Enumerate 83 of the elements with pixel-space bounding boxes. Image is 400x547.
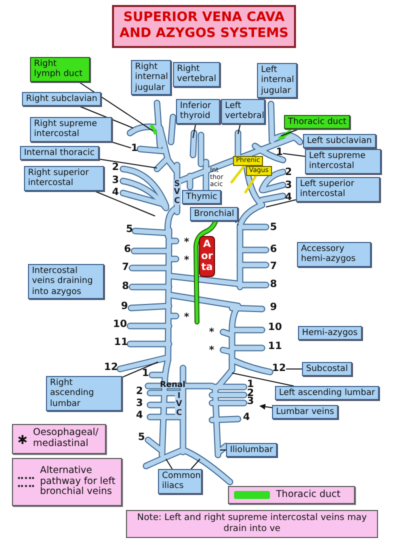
vessel-label: SVC xyxy=(173,180,181,206)
vein-number: * xyxy=(209,328,214,338)
vein-label: Right supreme intercostal xyxy=(30,117,112,142)
vein-number: 2 xyxy=(285,168,292,178)
vein-number: * xyxy=(184,313,190,323)
vein-label: Internal thoracic xyxy=(20,146,99,160)
legend-text: Oesophageal/ mediastinal xyxy=(33,428,100,450)
vein-label: Left ascending lumbar xyxy=(275,386,380,400)
vein-label: Right superior intercostal xyxy=(24,166,104,191)
leader-line xyxy=(232,372,294,386)
leader-line xyxy=(166,458,173,470)
vein-number: 3 xyxy=(136,399,143,409)
leader-line xyxy=(266,199,296,208)
vein-number: 12 xyxy=(104,363,118,373)
vein-number: 8 xyxy=(122,282,129,292)
vein-label: Right internal jugular xyxy=(131,60,171,95)
leader-line xyxy=(122,362,158,378)
vein-label: Subcostal xyxy=(302,362,352,376)
vein-label: Right ascending lumbar xyxy=(46,376,122,411)
vein-label: Right vertebral xyxy=(173,62,220,87)
vein-label: Left subclavian xyxy=(303,134,376,148)
vein-number: 4 xyxy=(243,413,250,423)
vein-number: 11 xyxy=(114,338,128,348)
vein-number: 1 xyxy=(276,148,283,158)
vein-number: 3 xyxy=(247,397,254,407)
vein-number: 4 xyxy=(136,411,143,421)
vein-number: 1 xyxy=(131,144,138,154)
vessel-label: Renal xyxy=(160,381,186,389)
vein-label: Intercostal veins draining into azygos xyxy=(28,264,104,299)
vein-number: 7 xyxy=(270,262,277,272)
leader-line xyxy=(259,404,272,410)
vein-label: Left internal jugular xyxy=(257,63,297,98)
vein-label: Hemi-azygos xyxy=(298,326,362,340)
duct-label: Thoracic duct xyxy=(284,115,350,130)
vein-number: 8 xyxy=(270,280,277,290)
leader-line xyxy=(238,124,241,134)
leader-line xyxy=(282,152,306,157)
title-banner: SUPERIOR VENA CAVA AND AZYGOS SYSTEMS xyxy=(112,5,296,48)
vein-number: 1 xyxy=(142,369,149,379)
vein-label: Left superior intercostal xyxy=(296,177,380,202)
duct-label: Right lymph duct xyxy=(30,57,90,82)
vein-number: 3 xyxy=(112,176,119,186)
vein-number: 3 xyxy=(285,181,292,191)
vein-label: Common iliacs xyxy=(158,469,202,494)
leader-line xyxy=(192,124,196,138)
vein-number: 5 xyxy=(138,433,145,443)
vein-number: 12 xyxy=(272,364,286,374)
vessel-label: IVC xyxy=(175,392,183,418)
vein-number: 9 xyxy=(121,302,128,312)
vein-label: Accessory hemi-azygos xyxy=(297,242,371,267)
vein-number: * xyxy=(184,256,190,266)
vein-number: 4 xyxy=(285,193,292,203)
vein-number: 11 xyxy=(268,342,282,352)
leader-line xyxy=(190,458,200,470)
vein-number: 10 xyxy=(113,320,127,330)
leader-line xyxy=(244,175,257,194)
legend-text: Alternative pathway for left bronchial veins xyxy=(40,466,116,498)
vein-number: * xyxy=(184,238,190,248)
vein-label: Left supreme intercostal xyxy=(305,149,381,174)
vein-number: 1 xyxy=(247,380,254,390)
vein-number: 10 xyxy=(268,323,282,333)
leader-line xyxy=(78,106,134,128)
vein-number: 5 xyxy=(126,225,133,235)
legend-text: Thoracic duct xyxy=(276,490,340,500)
vein-number: 6 xyxy=(124,245,131,255)
leader-line xyxy=(78,82,154,132)
vein-number: 2 xyxy=(112,163,119,173)
leader-line xyxy=(280,128,300,136)
vein-label: Lumbar veins xyxy=(272,405,338,420)
note-box: Note: Left and right supreme intercostal veins may drain into ve xyxy=(126,510,378,538)
leader-line xyxy=(98,158,158,168)
vein-label: Right subclavian xyxy=(22,92,102,106)
vein-number: 7 xyxy=(122,263,129,273)
vein-number: 9 xyxy=(270,303,277,313)
vein-number: 4 xyxy=(112,188,119,198)
leader-line xyxy=(94,190,156,216)
leader-line xyxy=(111,142,132,148)
leader-line xyxy=(230,165,246,184)
vein-number: 6 xyxy=(270,245,277,255)
vein-number: * xyxy=(209,346,214,356)
vein-number: 2 xyxy=(136,387,143,397)
vein-number: 5 xyxy=(270,223,277,233)
leader-line xyxy=(286,368,302,370)
